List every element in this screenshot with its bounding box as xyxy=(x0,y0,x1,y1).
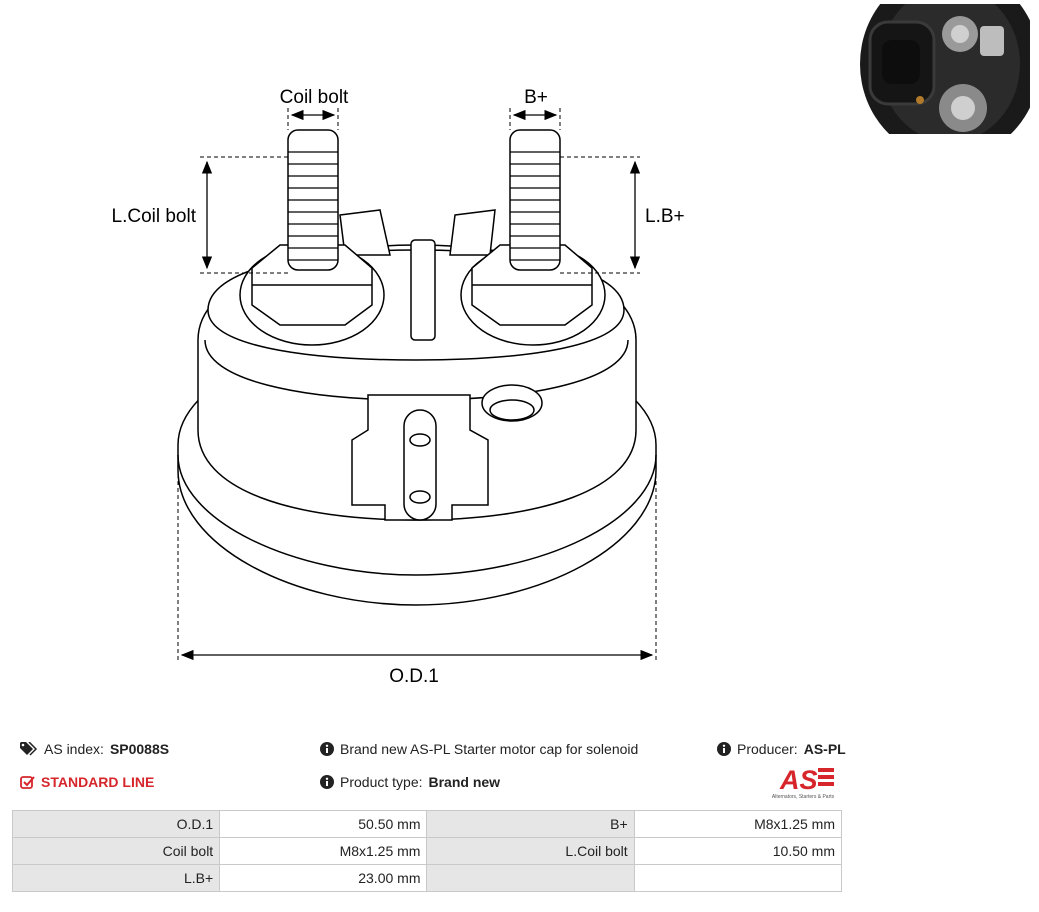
coil-bolt-label: Coil bolt xyxy=(280,87,349,108)
spec-value: 23.00 mm xyxy=(219,864,428,892)
l-coil-bolt-label: L.Coil bolt xyxy=(112,206,197,227)
as-index-label: AS index: xyxy=(44,741,104,757)
description: Brand new AS-PL Starter motor cap for so… xyxy=(320,741,638,757)
od1-label: O.D.1 xyxy=(389,666,439,687)
info-icon xyxy=(717,742,731,756)
spec-label: L.Coil bolt xyxy=(426,837,635,865)
info-icon xyxy=(320,775,334,789)
as-pl-logo: AS Alternators, Starters & Parts xyxy=(760,764,846,800)
spec-value: 50.50 mm xyxy=(219,810,428,838)
svg-text:Alternators, Starters & Parts: Alternators, Starters & Parts xyxy=(772,794,835,800)
spec-value xyxy=(633,864,843,892)
technical-drawing: Coil bolt B+ L.Coil bolt L.B+ O.D.1 xyxy=(112,87,685,687)
b-plus-label: B+ xyxy=(524,87,548,108)
product-type-value: Brand new xyxy=(428,774,501,790)
description-text: Brand new AS-PL Starter motor cap for so… xyxy=(340,741,639,757)
spec-value: M8x1.25 mm xyxy=(219,837,428,865)
standard-line-label: STANDARD LINE xyxy=(41,774,155,790)
as-index: AS index: SP0088S xyxy=(20,741,169,757)
table-row: Coil bolt M8x1.25 mm L.Coil bolt 10.50 m… xyxy=(11,837,843,865)
spec-label: O.D.1 xyxy=(11,810,221,838)
svg-text:AS: AS xyxy=(779,765,818,795)
table-row: O.D.1 50.50 mm B+ M8x1.25 mm xyxy=(11,810,843,838)
product-type-label: Product type: xyxy=(340,774,423,790)
spec-label: L.B+ xyxy=(11,864,221,892)
spec-label: Coil bolt xyxy=(11,837,221,865)
spec-value: M8x1.25 mm xyxy=(633,810,843,838)
as-index-value: SP0088S xyxy=(109,741,170,757)
specs-table: O.D.1 50.50 mm B+ M8x1.25 mm Coil bolt M… xyxy=(11,810,843,892)
producer-label: Producer: xyxy=(737,741,798,757)
tags-icon xyxy=(20,742,38,756)
product-photo xyxy=(860,4,1030,134)
producer-value: AS-PL xyxy=(803,741,846,757)
check-square-icon xyxy=(20,775,35,789)
table-row: L.B+ 23.00 mm xyxy=(11,864,843,892)
spec-value: 10.50 mm xyxy=(633,837,843,865)
spec-label: B+ xyxy=(426,810,635,838)
info-icon xyxy=(320,742,334,756)
as-logo-mark: AS Alternators, Starters & Parts xyxy=(772,765,835,800)
standard-line: STANDARD LINE xyxy=(20,774,154,790)
spec-label xyxy=(426,864,635,892)
product-type: Product type: Brand new xyxy=(320,774,500,790)
l-b-plus-label: L.B+ xyxy=(645,206,685,227)
producer: Producer: AS-PL xyxy=(717,741,846,757)
